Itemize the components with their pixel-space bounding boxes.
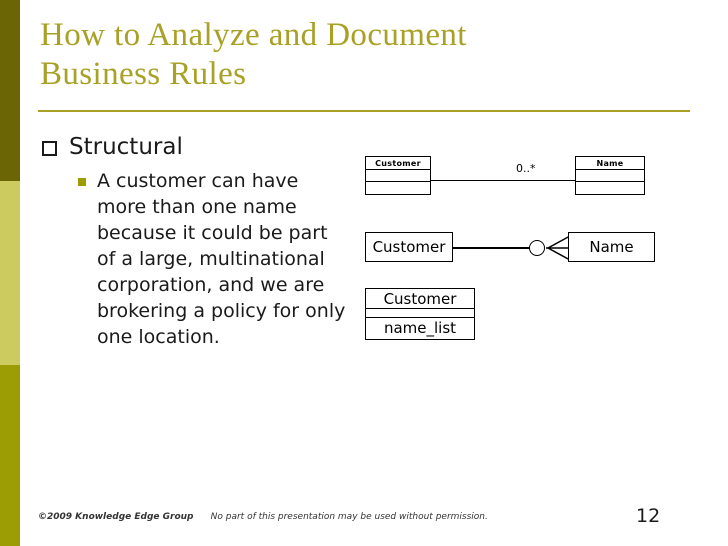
attribute-box-title: Customer bbox=[366, 289, 474, 309]
bullet-level1: Structural bbox=[42, 132, 362, 162]
filled-square-bullet-icon bbox=[78, 178, 86, 186]
er-entity-name: Name bbox=[568, 232, 655, 262]
body-content: Structural A customer can have more than… bbox=[42, 132, 362, 350]
uml-class-customer: Customer bbox=[365, 156, 431, 195]
er-entity-customer: Customer bbox=[365, 232, 453, 262]
slide-title: How to Analyze and Document Business Rul… bbox=[40, 17, 467, 92]
crows-foot-many-icon bbox=[546, 235, 571, 261]
uml-class-name-title: Name bbox=[576, 157, 644, 170]
hollow-square-bullet-icon bbox=[42, 141, 57, 156]
accent-band-top bbox=[0, 0, 20, 181]
footer-copyright: ©2009 Knowledge Edge Group bbox=[38, 512, 194, 522]
attribute-box-attribute: name_list bbox=[383, 319, 457, 337]
uml-association-line bbox=[430, 180, 576, 181]
diagram-group: Customer 0..* Name Customer Name Custom bbox=[360, 148, 670, 348]
uml-class-name-attributes bbox=[576, 170, 644, 182]
er-zero-cardinality-icon bbox=[529, 240, 545, 256]
attribute-box-customer: Customer name_list bbox=[365, 288, 475, 340]
accent-band-bottom bbox=[0, 365, 20, 546]
uml-class-name-operations bbox=[576, 182, 644, 194]
er-entity-name-label: Name bbox=[589, 238, 634, 256]
page-number: 12 bbox=[636, 505, 661, 527]
uml-class-name: Name bbox=[575, 156, 645, 195]
title-underline-rule bbox=[38, 110, 690, 112]
er-relationship-line bbox=[452, 247, 530, 249]
accent-band-middle bbox=[0, 181, 20, 365]
bullet-level1-label: Structural bbox=[69, 134, 183, 160]
footer: ©2009 Knowledge Edge Group No part of th… bbox=[38, 512, 488, 522]
uml-class-customer-attributes bbox=[366, 170, 430, 182]
footer-notice: No part of this presentation may be used… bbox=[210, 512, 488, 522]
er-entity-customer-label: Customer bbox=[372, 238, 446, 256]
uml-class-customer-operations bbox=[366, 182, 430, 194]
bullet-level2: A customer can have more than one name b… bbox=[78, 168, 362, 350]
bullet-level2-label: A customer can have more than one name b… bbox=[97, 170, 346, 348]
attribute-box-middle bbox=[366, 309, 474, 318]
uml-multiplicity-label: 0..* bbox=[516, 162, 536, 175]
uml-class-customer-title: Customer bbox=[366, 157, 430, 170]
